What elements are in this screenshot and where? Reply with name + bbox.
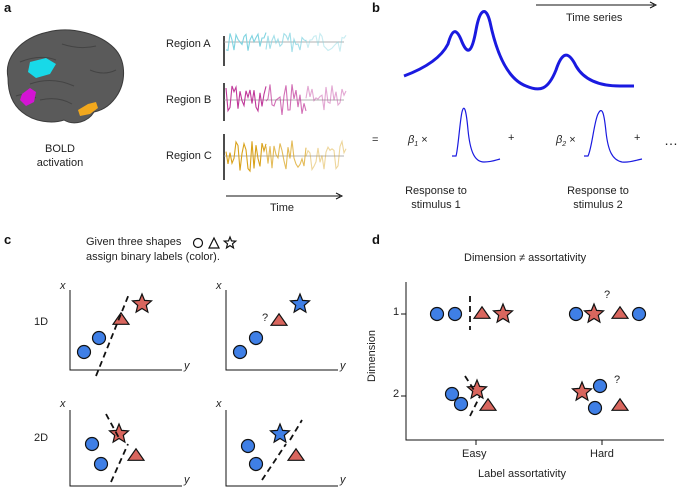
ellipsis: … xyxy=(664,132,678,148)
panel-label-d: d xyxy=(372,232,380,247)
question-mark: ? xyxy=(604,289,611,301)
axis-x-label: x xyxy=(216,398,222,410)
axis-y-label: y xyxy=(340,474,346,486)
decision-boundary xyxy=(469,395,481,417)
region-c-label: Region C xyxy=(166,150,212,162)
axis-y-label: y xyxy=(184,360,190,372)
star-marker xyxy=(108,422,130,444)
star-marker xyxy=(492,302,514,324)
star-marker xyxy=(583,302,605,324)
instruction-line-2: assign binary labels (color). xyxy=(86,251,220,263)
decision-boundary xyxy=(105,413,120,439)
decision-boundary xyxy=(110,443,129,483)
triangle-shape-icon xyxy=(208,236,220,249)
circle-marker xyxy=(568,306,584,322)
circle-marker xyxy=(240,438,256,454)
circle-marker xyxy=(453,396,469,412)
circle-marker xyxy=(429,306,445,322)
time-series-curve xyxy=(403,10,634,91)
plot-axes xyxy=(69,290,338,487)
star-marker xyxy=(289,292,311,314)
time-label: Time xyxy=(270,202,295,214)
panel-label-a: a xyxy=(4,0,12,15)
circle-marker xyxy=(232,344,248,360)
row-label-2d: 2D xyxy=(34,432,49,444)
y-axis-label: Dimension xyxy=(365,330,378,382)
response-2-label: Response to stimulus 2 xyxy=(567,185,629,211)
star-shape-icon xyxy=(222,235,238,250)
axis-y-label: y xyxy=(184,474,190,486)
triangle-marker xyxy=(472,305,492,319)
triangle-marker xyxy=(610,397,630,411)
decision-boundary xyxy=(289,419,303,441)
cyan-region-icon xyxy=(28,58,56,78)
equals-sign: = xyxy=(372,134,379,146)
question-mark: ? xyxy=(262,312,269,324)
x-tick-easy: Easy xyxy=(462,448,487,460)
response-1-label: Response to stimulus 1 xyxy=(405,185,467,211)
star-marker xyxy=(571,380,593,402)
triangle-marker xyxy=(286,447,306,461)
axis-x-label: x xyxy=(216,280,222,292)
region-b-label: Region B xyxy=(166,94,212,106)
axis-x-label: x xyxy=(60,398,66,410)
region-c-signal xyxy=(225,139,347,173)
plus-sign-1: + xyxy=(508,132,515,144)
decision-boundary xyxy=(95,293,130,377)
circle-marker xyxy=(447,306,463,322)
panel-d-axes xyxy=(405,282,664,441)
magenta-region-icon xyxy=(20,88,36,106)
triangle-marker xyxy=(610,305,630,319)
panel-d-title: Dimension ≠ assortativity xyxy=(464,252,587,264)
circle-shape-icon xyxy=(192,237,204,249)
circle-marker xyxy=(592,378,608,394)
decision-boundary xyxy=(261,443,287,481)
circle-marker xyxy=(444,386,460,402)
star-marker xyxy=(131,292,153,314)
y-tick-1: 1 xyxy=(393,306,400,318)
region-a-label: Region A xyxy=(166,38,211,50)
triangle-marker xyxy=(126,447,146,461)
panel-label-b: b xyxy=(372,0,380,15)
circle-marker xyxy=(93,456,109,472)
decision-boundary xyxy=(464,375,475,391)
triangle-marker xyxy=(269,312,289,326)
bold-activation-label: BOLD activation xyxy=(36,143,84,169)
circle-marker xyxy=(587,400,603,416)
circle-marker xyxy=(248,456,264,472)
region-b-signal xyxy=(225,84,347,115)
x-axis-label: Label assortativity xyxy=(478,468,567,480)
instruction-line-1: Given three shapes xyxy=(86,236,182,248)
axis-x-label: x xyxy=(60,280,66,292)
response-1-curve xyxy=(452,107,501,163)
circle-marker xyxy=(248,330,264,346)
beta-2: β2 × xyxy=(556,134,576,149)
response-2-curve xyxy=(584,110,643,163)
brain-icon xyxy=(6,29,124,124)
y-tick-2: 2 xyxy=(393,388,400,400)
orange-region-icon xyxy=(78,102,98,116)
circle-marker xyxy=(631,306,647,322)
row-label-1d: 1D xyxy=(34,316,49,328)
triangle-marker xyxy=(478,397,498,411)
circle-marker xyxy=(84,436,100,452)
time-series-label: Time series xyxy=(566,12,623,24)
triangle-marker xyxy=(111,311,131,325)
star-marker xyxy=(269,422,291,444)
region-a-signal xyxy=(225,32,347,53)
beta-1: β1 × xyxy=(408,134,428,149)
axis-y-label: y xyxy=(340,360,346,372)
circle-marker xyxy=(91,330,107,346)
question-mark: ? xyxy=(614,374,621,386)
x-tick-hard: Hard xyxy=(590,448,614,460)
star-marker xyxy=(466,378,488,400)
circle-marker xyxy=(76,344,92,360)
panel-label-c: c xyxy=(4,232,12,247)
plus-sign-2: + xyxy=(634,132,641,144)
